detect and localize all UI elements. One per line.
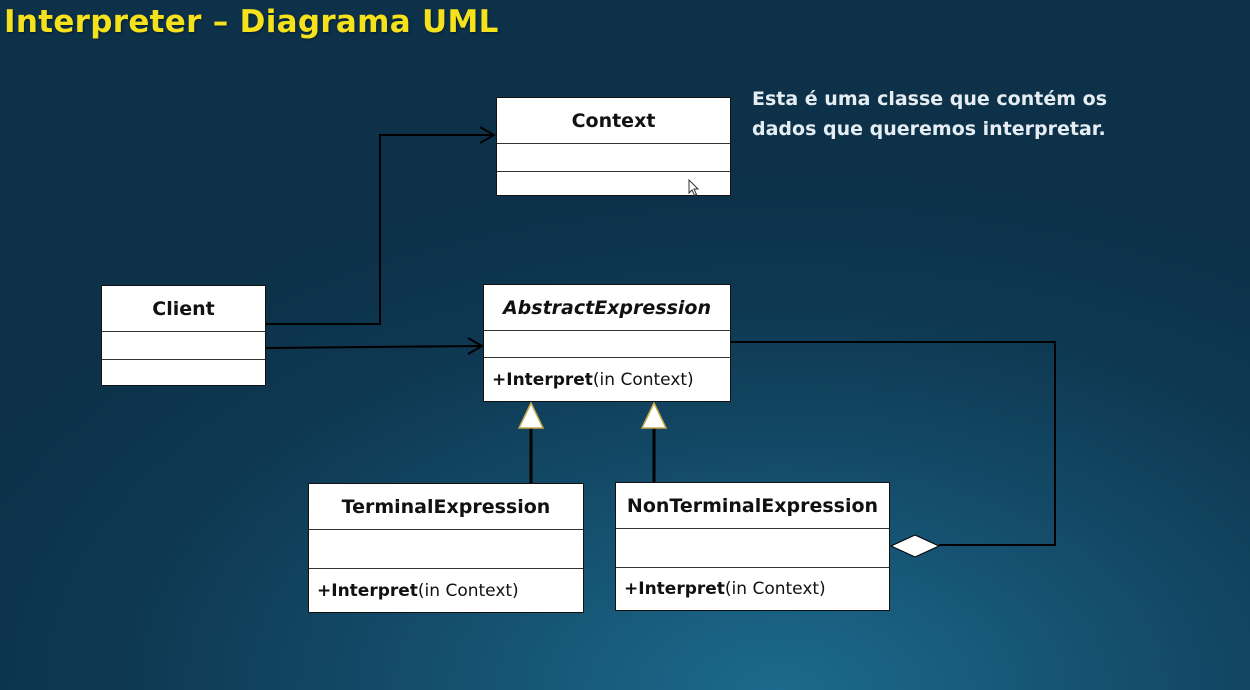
client-abstract-association — [265, 345, 483, 349]
class-nonterminal-expression-name: NonTerminalExpression — [616, 483, 889, 529]
operation-params: (in Context) — [417, 580, 519, 601]
operation-name: +Interpret — [317, 580, 418, 601]
class-abstract-expression[interactable]: AbstractExpression +Interpret(in Context… — [483, 284, 731, 402]
class-client-operations — [102, 360, 265, 385]
aggregation-diamond — [889, 534, 941, 558]
operation-name: +Interpret — [492, 369, 593, 390]
client-context-arrowhead — [479, 126, 497, 144]
class-terminal-expression-name: TerminalExpression — [309, 484, 583, 530]
class-nonterminal-expression[interactable]: NonTerminalExpression +Interpret(in Cont… — [615, 482, 890, 611]
class-terminal-expression[interactable]: TerminalExpression +Interpret(in Context… — [308, 483, 584, 613]
class-client[interactable]: Client — [101, 285, 266, 386]
class-context-attributes — [497, 144, 730, 172]
client-context-association — [266, 134, 494, 325]
class-terminal-expression-attributes — [309, 530, 583, 569]
aggregation-line — [731, 341, 1056, 546]
class-abstract-expression-operation: +Interpret(in Context) — [484, 358, 730, 401]
nonterminal-generalization-triangle — [640, 401, 668, 429]
class-nonterminal-expression-operation: +Interpret(in Context) — [616, 568, 889, 610]
client-abstract-arrowhead — [467, 337, 485, 355]
class-terminal-expression-operation: +Interpret(in Context) — [309, 569, 583, 612]
operation-params: (in Context) — [592, 369, 694, 390]
slide-title: Interpreter – Diagrama UML — [4, 4, 499, 40]
class-context[interactable]: Context — [496, 97, 731, 196]
class-client-name: Client — [102, 286, 265, 332]
context-note: Esta é uma classe que contém os dados qu… — [752, 88, 1107, 140]
terminal-generalization-triangle — [517, 401, 545, 429]
operation-params: (in Context) — [724, 579, 826, 599]
mouse-pointer-icon — [688, 179, 700, 197]
class-abstract-expression-attributes — [484, 331, 730, 358]
class-abstract-expression-name: AbstractExpression — [484, 285, 730, 331]
operation-name: +Interpret — [624, 579, 725, 599]
class-client-attributes — [102, 332, 265, 360]
class-context-name: Context — [497, 98, 730, 144]
class-nonterminal-expression-attributes — [616, 529, 889, 568]
